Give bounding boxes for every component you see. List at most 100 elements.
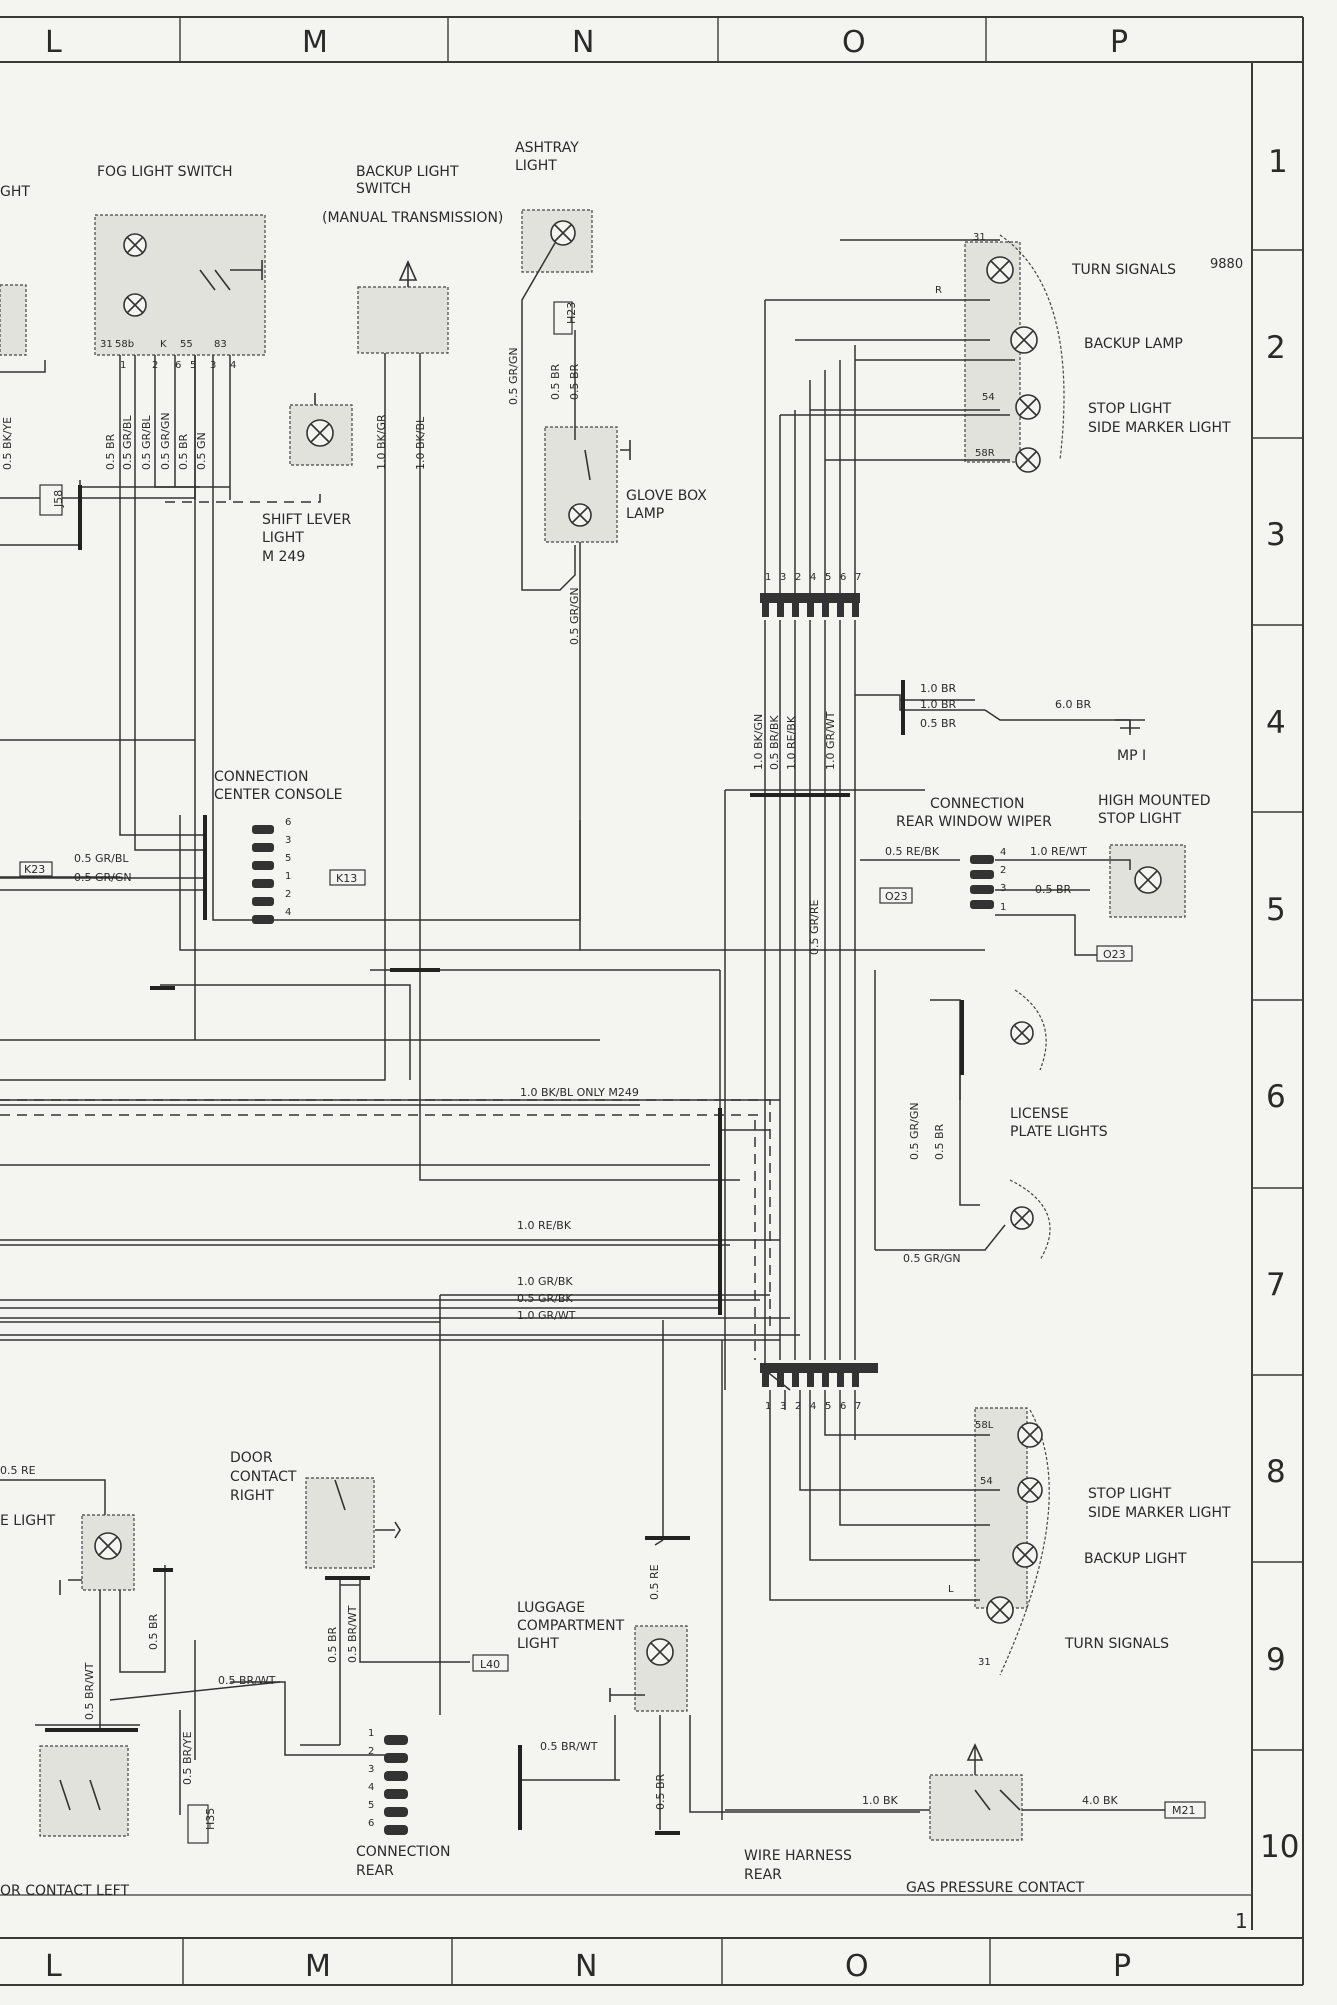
- wire-label: 0.5 BR: [920, 717, 957, 730]
- ref-h23: H23: [565, 302, 578, 324]
- fog-light-switch-label: FOG LIGHT SWITCH: [97, 164, 233, 180]
- lamp-icon: [1015, 447, 1041, 473]
- pin-label: 2: [795, 1401, 801, 1412]
- column-header: M: [302, 25, 328, 60]
- row-number: 1: [1268, 144, 1288, 180]
- license-plate-label: LICENSE: [1010, 1106, 1069, 1122]
- wire-label: 0.5 GR/GN: [903, 1252, 961, 1265]
- row-number: 5: [1266, 892, 1286, 928]
- pin-label: 31: [100, 339, 113, 350]
- ref-l40: L40: [480, 1658, 500, 1671]
- wire-label: 1.0 BR: [920, 698, 957, 711]
- pin-label: 5: [368, 1800, 374, 1811]
- wire-label: 6.0 BR: [1055, 698, 1092, 711]
- wire-label: 0.5 BR/BK: [768, 715, 781, 770]
- pin-label: 83: [214, 339, 227, 350]
- pin-label: 1: [285, 871, 291, 882]
- wire-label: 0.5 GR/GN: [507, 347, 520, 405]
- column-footer: P: [1113, 1949, 1131, 1984]
- backup-light-label: BACKUP LIGHT: [1084, 1551, 1187, 1567]
- mp1-label: MP I: [1117, 748, 1146, 764]
- stop-light-label: STOP LIGHT: [1088, 401, 1172, 417]
- wire-label: 0.5 BR/YE: [181, 1731, 194, 1785]
- door-contact-right-label: RIGHT: [230, 1488, 274, 1504]
- pin-label: 5: [190, 360, 196, 371]
- wire-label: 1.0 GR/WT: [517, 1309, 576, 1322]
- wire-label: 0.5 GR/GN: [908, 1102, 921, 1160]
- wire-label: 0.5 GR/BL: [74, 852, 129, 865]
- ref-j58: J58: [52, 490, 65, 508]
- pin-label: 1: [120, 360, 126, 371]
- wire-label: 1.0 BK/GN: [752, 714, 765, 770]
- ref-h35: H35: [204, 1808, 217, 1830]
- pin-label: 2: [368, 1746, 374, 1757]
- row-number: 8: [1266, 1454, 1286, 1490]
- ref-k23: K23: [24, 863, 45, 876]
- pin-label: 2: [152, 360, 158, 371]
- wire-label: 0.5 GR/BL: [121, 415, 134, 470]
- wire-label: 0.5 GR/RE: [808, 899, 821, 955]
- gas-pressure-contact-label: GAS PRESSURE CONTACT: [906, 1880, 1085, 1896]
- wire-label: 0.5 RE: [0, 1464, 36, 1477]
- column-header: N: [572, 25, 594, 60]
- lamp-icon: [306, 419, 334, 447]
- pin-label: L: [948, 1584, 954, 1595]
- pin-label: 4: [368, 1782, 374, 1793]
- lamp-icon: [1010, 1021, 1034, 1045]
- lamp-icon: [1010, 1206, 1034, 1230]
- ref-o23: O23: [1103, 948, 1126, 961]
- pin-label: 31: [978, 1657, 991, 1668]
- pin-label: 3: [285, 835, 291, 846]
- row-number: 9: [1266, 1642, 1286, 1678]
- wire-label: 1.0 BK/BL: [414, 416, 427, 470]
- pin-label: 3: [210, 360, 216, 371]
- pin-label: 4: [810, 572, 816, 583]
- pin-label: 6: [175, 360, 181, 371]
- rear-window-wiper-connector: [970, 855, 994, 909]
- row-number: 6: [1266, 1079, 1286, 1115]
- connector-top: [760, 593, 860, 617]
- pin-label: 31: [973, 232, 986, 243]
- high-mounted-stop-label: STOP LIGHT: [1098, 811, 1182, 827]
- lamp-icon: [1015, 394, 1041, 420]
- wire-label: 1.0 BR: [920, 682, 957, 695]
- lamp-icon: [986, 256, 1014, 284]
- partial-label: GHT: [0, 184, 30, 200]
- pin-label: 6: [840, 572, 846, 583]
- row-number: 4: [1266, 705, 1286, 741]
- lamp-icon: [123, 233, 147, 257]
- pin-label: 3: [780, 572, 786, 583]
- pin-label: 58L: [975, 1420, 994, 1431]
- partial-label: E LIGHT: [0, 1513, 56, 1529]
- turn-signals-label: TURN SIGNALS: [1071, 262, 1176, 278]
- column-footer: L: [45, 1949, 62, 1984]
- lamp-icon: [1134, 866, 1162, 894]
- center-console-label: CONNECTION: [214, 769, 309, 785]
- connection-rear-label: CONNECTION: [356, 1844, 451, 1860]
- door-contact-right-label: DOOR: [230, 1450, 273, 1466]
- wire-label: 0.5 BR/WT: [83, 1662, 96, 1720]
- turn-signals-label-bottom: TURN SIGNALS: [1064, 1636, 1169, 1652]
- pin-label: 58b: [115, 339, 134, 350]
- license-plate-label: PLATE LIGHTS: [1010, 1124, 1108, 1140]
- wire-label: 0.5 BR: [326, 1626, 339, 1663]
- connector-bottom: [760, 1363, 878, 1387]
- pin-label: 4: [810, 1401, 816, 1412]
- wire-label: 1.0 GR/WT: [824, 711, 837, 770]
- door-contact-right-label: CONTACT: [230, 1469, 297, 1485]
- ref-k13: K13: [336, 872, 357, 885]
- luggage-light-label: LIGHT: [517, 1636, 559, 1652]
- ref-m21: M21: [1172, 1804, 1196, 1817]
- pin-label: 55: [180, 339, 193, 350]
- wire-label: 0.5 GR/GN: [159, 412, 172, 470]
- column-header: P: [1110, 25, 1128, 60]
- wire-label: 0.5 BR/WT: [540, 1740, 598, 1753]
- ashtray-light-label: LIGHT: [515, 158, 557, 174]
- lamp-icon: [1017, 1477, 1043, 1503]
- pin-label: 54: [980, 1476, 993, 1487]
- luggage-light-label: COMPARTMENT: [517, 1618, 625, 1634]
- pin-label: 7: [855, 1401, 861, 1412]
- pin-label: 6: [285, 817, 291, 828]
- pin-label: 3: [1000, 883, 1006, 894]
- wire-label: 0.5 BR/WT: [346, 1605, 359, 1663]
